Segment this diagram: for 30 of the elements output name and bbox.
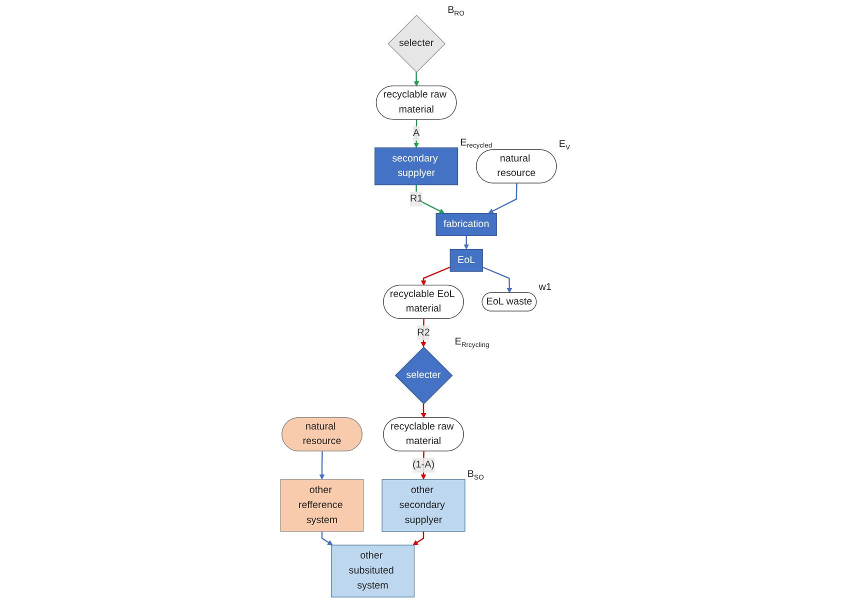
node-diamond: selecter (388, 14, 446, 73)
node-annotation: w1 (538, 282, 552, 294)
edge-label: A (413, 128, 420, 138)
arrow (321, 531, 333, 546)
node-annotation: E$_{recycled}$ (460, 137, 492, 150)
arrow (420, 318, 426, 348)
node-annotation: E$_{Rrcycling}$ (454, 336, 490, 350)
edge-label: (1-A) (412, 460, 434, 470)
node-box: fabrication (436, 213, 497, 236)
arrow (420, 404, 426, 418)
arrow (319, 451, 325, 480)
node-box: other secondary supplyer (382, 479, 466, 532)
node-diamond: selecter (394, 346, 453, 404)
node-box: secondary supplyer (374, 147, 458, 186)
node-annotation: E$_{V}$ (558, 139, 570, 152)
node-box: other subsituted system (330, 544, 415, 598)
arrow (414, 72, 420, 86)
arrow (482, 266, 512, 294)
arrow (412, 531, 424, 546)
arrow (420, 266, 450, 286)
arrow (488, 183, 518, 214)
arrow (420, 451, 426, 480)
edge-label: R2 (417, 327, 430, 338)
node-annotation: B$_{SO}$ (467, 469, 484, 482)
arrow (464, 236, 470, 250)
arrow (416, 184, 445, 214)
node-annotation: B$_{RO}$ (448, 4, 464, 18)
node-box: EoL (450, 248, 483, 272)
node-box: other refference system (280, 479, 364, 532)
edge-label: R1 (410, 194, 423, 204)
